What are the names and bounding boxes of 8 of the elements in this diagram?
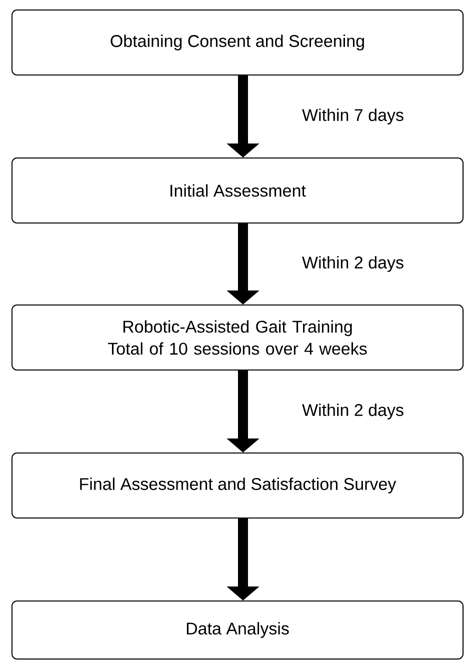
process-box: Obtaining Consent and Screening — [12, 10, 464, 76]
edge-label: Within 2 days — [302, 256, 404, 272]
process-box: Data Analysis — [12, 600, 464, 660]
process-box: Final Assessment and Satisfaction Survey — [12, 452, 464, 518]
edge-label: Within 2 days — [302, 404, 404, 420]
process-box: Initial Assessment — [12, 158, 464, 224]
edge-label: Within 7 days — [302, 108, 404, 124]
process-box: Robotic-Assisted Gait Training Total of 10 sessions over 4 weeks — [12, 304, 464, 370]
